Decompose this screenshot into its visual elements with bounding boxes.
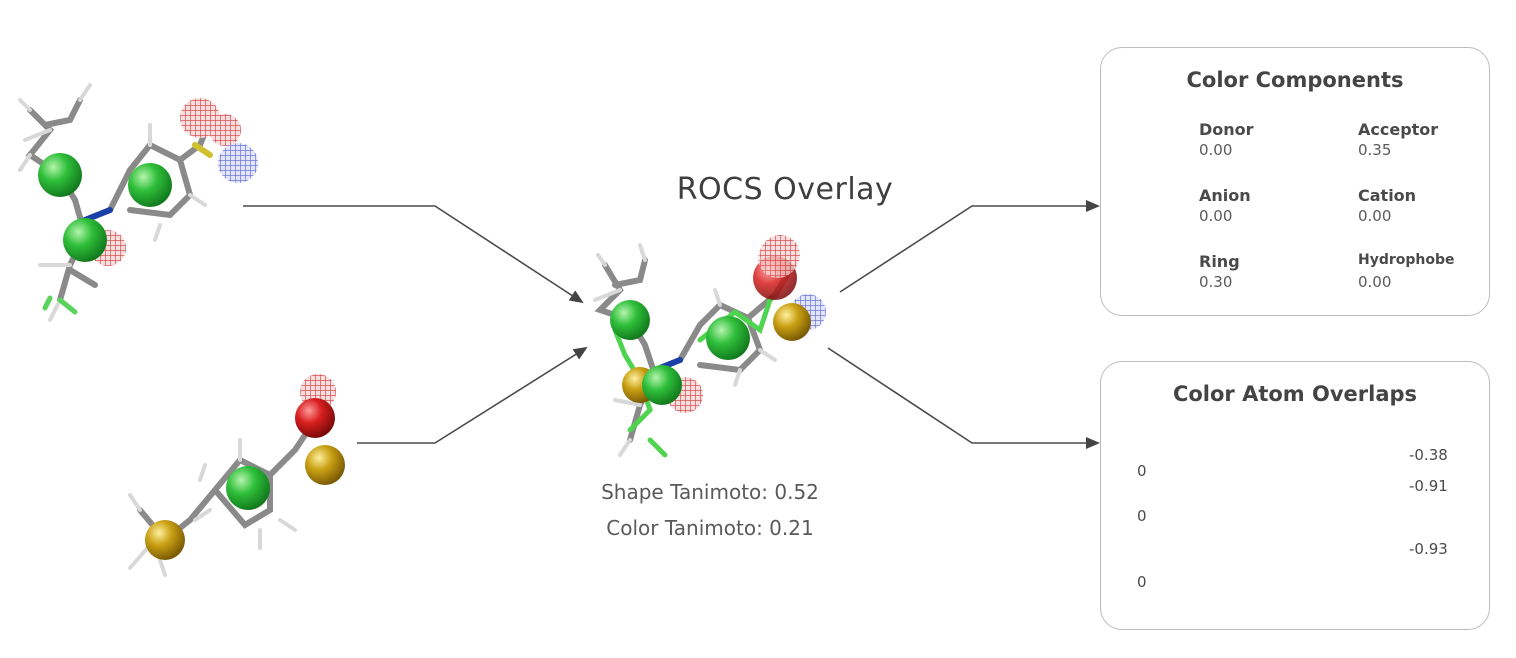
anion-sphere bbox=[295, 398, 335, 438]
hydrophobe-sphere bbox=[305, 445, 345, 485]
overlap-left-label: 0 bbox=[1137, 462, 1147, 480]
color-components-title: Color Components bbox=[1186, 68, 1404, 92]
acceptor-value: 0.35 bbox=[1358, 141, 1392, 159]
arrow-bottom-left-to-overlay bbox=[357, 346, 588, 444]
molecule-bottom-left bbox=[128, 374, 345, 577]
overlap-right-label: -0.38 bbox=[1409, 446, 1448, 464]
donor-sphere bbox=[218, 143, 258, 183]
ring-sphere bbox=[610, 300, 650, 340]
cation-value: 0.00 bbox=[1358, 207, 1392, 225]
anion-label: Anion bbox=[1199, 186, 1251, 205]
arrow-overlay-to-overlaps bbox=[827, 347, 1100, 449]
hydrophobe-value: 0.00 bbox=[1358, 273, 1392, 291]
ring-sphere bbox=[226, 466, 270, 510]
color-tanimoto: Color Tanimoto: 0.21 bbox=[606, 516, 814, 540]
overlap-right-label: -0.91 bbox=[1409, 477, 1448, 495]
arrow-top-left-to-overlay bbox=[243, 205, 584, 304]
molecule-top-left bbox=[18, 83, 258, 322]
hydrophobe-sphere bbox=[773, 303, 811, 341]
overlap-right-label: -0.93 bbox=[1409, 540, 1448, 558]
anion-value: 0.00 bbox=[1199, 207, 1233, 225]
shape-tanimoto: Shape Tanimoto: 0.52 bbox=[601, 480, 819, 504]
cation-label: Cation bbox=[1358, 186, 1417, 205]
arrow-overlay-to-components bbox=[839, 200, 1100, 293]
overlay-title: ROCS Overlay bbox=[676, 172, 894, 207]
color-atom-overlaps-title: Color Atom Overlaps bbox=[1172, 382, 1418, 406]
ring-sphere bbox=[706, 316, 750, 360]
ring-sphere bbox=[642, 365, 682, 405]
molecule-overlay bbox=[593, 235, 826, 458]
color-atom-overlaps-panel: Color Atom Overlaps bbox=[1100, 361, 1490, 630]
ring-sphere bbox=[128, 163, 172, 207]
hydrophobe-label: Hydrophobe bbox=[1358, 252, 1455, 268]
donor-value: 0.00 bbox=[1199, 141, 1233, 159]
ring-label: Ring bbox=[1199, 252, 1240, 271]
ring-sphere bbox=[63, 218, 107, 262]
ring-sphere bbox=[38, 153, 82, 197]
overlap-left-label: 0 bbox=[1137, 573, 1147, 591]
connector-arrows bbox=[243, 200, 1100, 449]
donor-label: Donor bbox=[1199, 120, 1254, 139]
acceptor-label: Acceptor bbox=[1358, 120, 1439, 139]
hydrophobe-sphere bbox=[145, 520, 185, 560]
overlap-left-label: 0 bbox=[1137, 507, 1147, 525]
color-components-panel: Color Components Donor 0.00 Acceptor 0.3… bbox=[1100, 47, 1490, 316]
acceptor-sphere bbox=[209, 114, 241, 146]
ring-value: 0.30 bbox=[1199, 273, 1233, 291]
